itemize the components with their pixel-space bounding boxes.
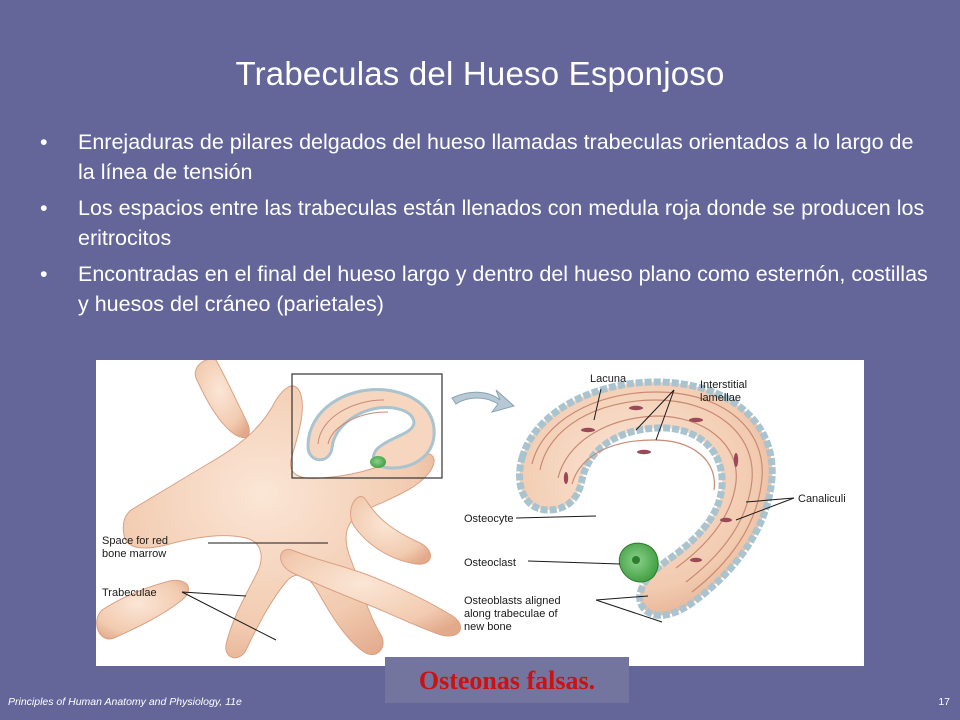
enlarged-trabecula <box>516 378 776 619</box>
leader-lines <box>181 388 795 641</box>
page-number: 17 <box>938 696 950 708</box>
slide-title: Trabeculas del Hueso Esponjoso <box>235 55 725 92</box>
footer-source: Principles of Human Anatomy and Physiolo… <box>8 696 242 708</box>
label-osteoblasts-1: Osteoblasts aligned <box>464 595 561 607</box>
caption-text: Osteonas falsas. <box>418 666 596 695</box>
label-osteocyte: Osteocyte <box>464 513 514 525</box>
bullet-text: Encontradas en el final del hueso largo … <box>78 262 928 316</box>
label-osteoblasts-3: new bone <box>464 621 512 633</box>
label-space-2: bone marrow <box>102 548 166 560</box>
label-osteoclast: Osteoclast <box>464 557 516 569</box>
label-lacuna: Lacuna <box>590 373 627 385</box>
spongy-bone-illustration: Lacuna Interstitial lamellae Canaliculi … <box>96 360 846 659</box>
label-osteoblasts-2: along trabeculae of <box>464 608 559 620</box>
label-canaliculi: Canaliculi <box>798 493 846 505</box>
bullet-item: • Los espacios entre las trabeculas está… <box>40 193 930 253</box>
label-interstitial-1: Interstitial <box>700 379 747 391</box>
bullet-icon: • <box>40 262 48 286</box>
caption-box: Osteonas falsas. <box>385 657 629 703</box>
label-trabeculae: Trabeculae <box>102 587 157 599</box>
bullet-item: • Encontradas en el final del hueso larg… <box>40 259 930 319</box>
zoom-arrow-icon <box>451 389 516 413</box>
bullet-list: • Enrejaduras de pilares delgados del hu… <box>40 127 930 325</box>
bullet-icon: • <box>40 196 48 220</box>
bullet-icon: • <box>40 130 48 154</box>
label-interstitial-2: lamellae <box>700 392 741 404</box>
bullet-text: Los espacios entre las trabeculas están … <box>78 196 925 250</box>
bullet-item: • Enrejaduras de pilares delgados del hu… <box>40 127 930 187</box>
inset-trabecula <box>306 388 436 470</box>
bone-figure: Lacuna Interstitial lamellae Canaliculi … <box>96 360 864 666</box>
label-space-1: Space for red <box>102 535 168 547</box>
inset-frame <box>291 373 443 479</box>
bullet-text: Enrejaduras de pilares delgados del hues… <box>78 130 914 184</box>
trabecular-lattice <box>96 360 462 659</box>
